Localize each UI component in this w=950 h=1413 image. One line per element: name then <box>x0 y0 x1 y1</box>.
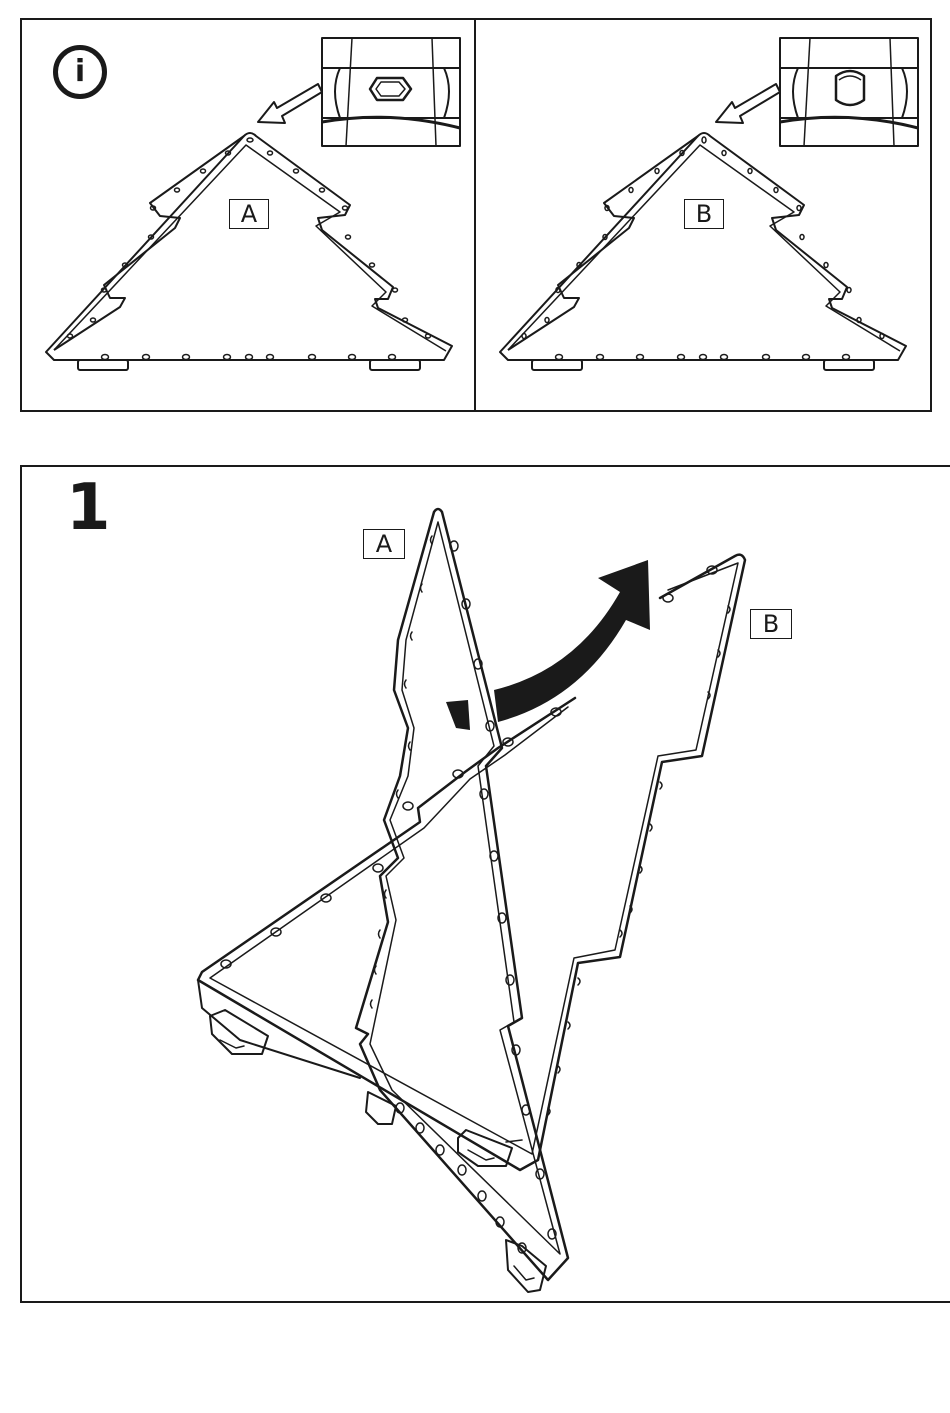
step-tree-b-label: B <box>750 609 792 639</box>
rotate-arrow <box>494 560 650 722</box>
step-tree-a-label: A <box>363 529 405 559</box>
tree-b-frame-rotated <box>198 555 745 1170</box>
rotate-arrow-tail <box>446 700 470 730</box>
